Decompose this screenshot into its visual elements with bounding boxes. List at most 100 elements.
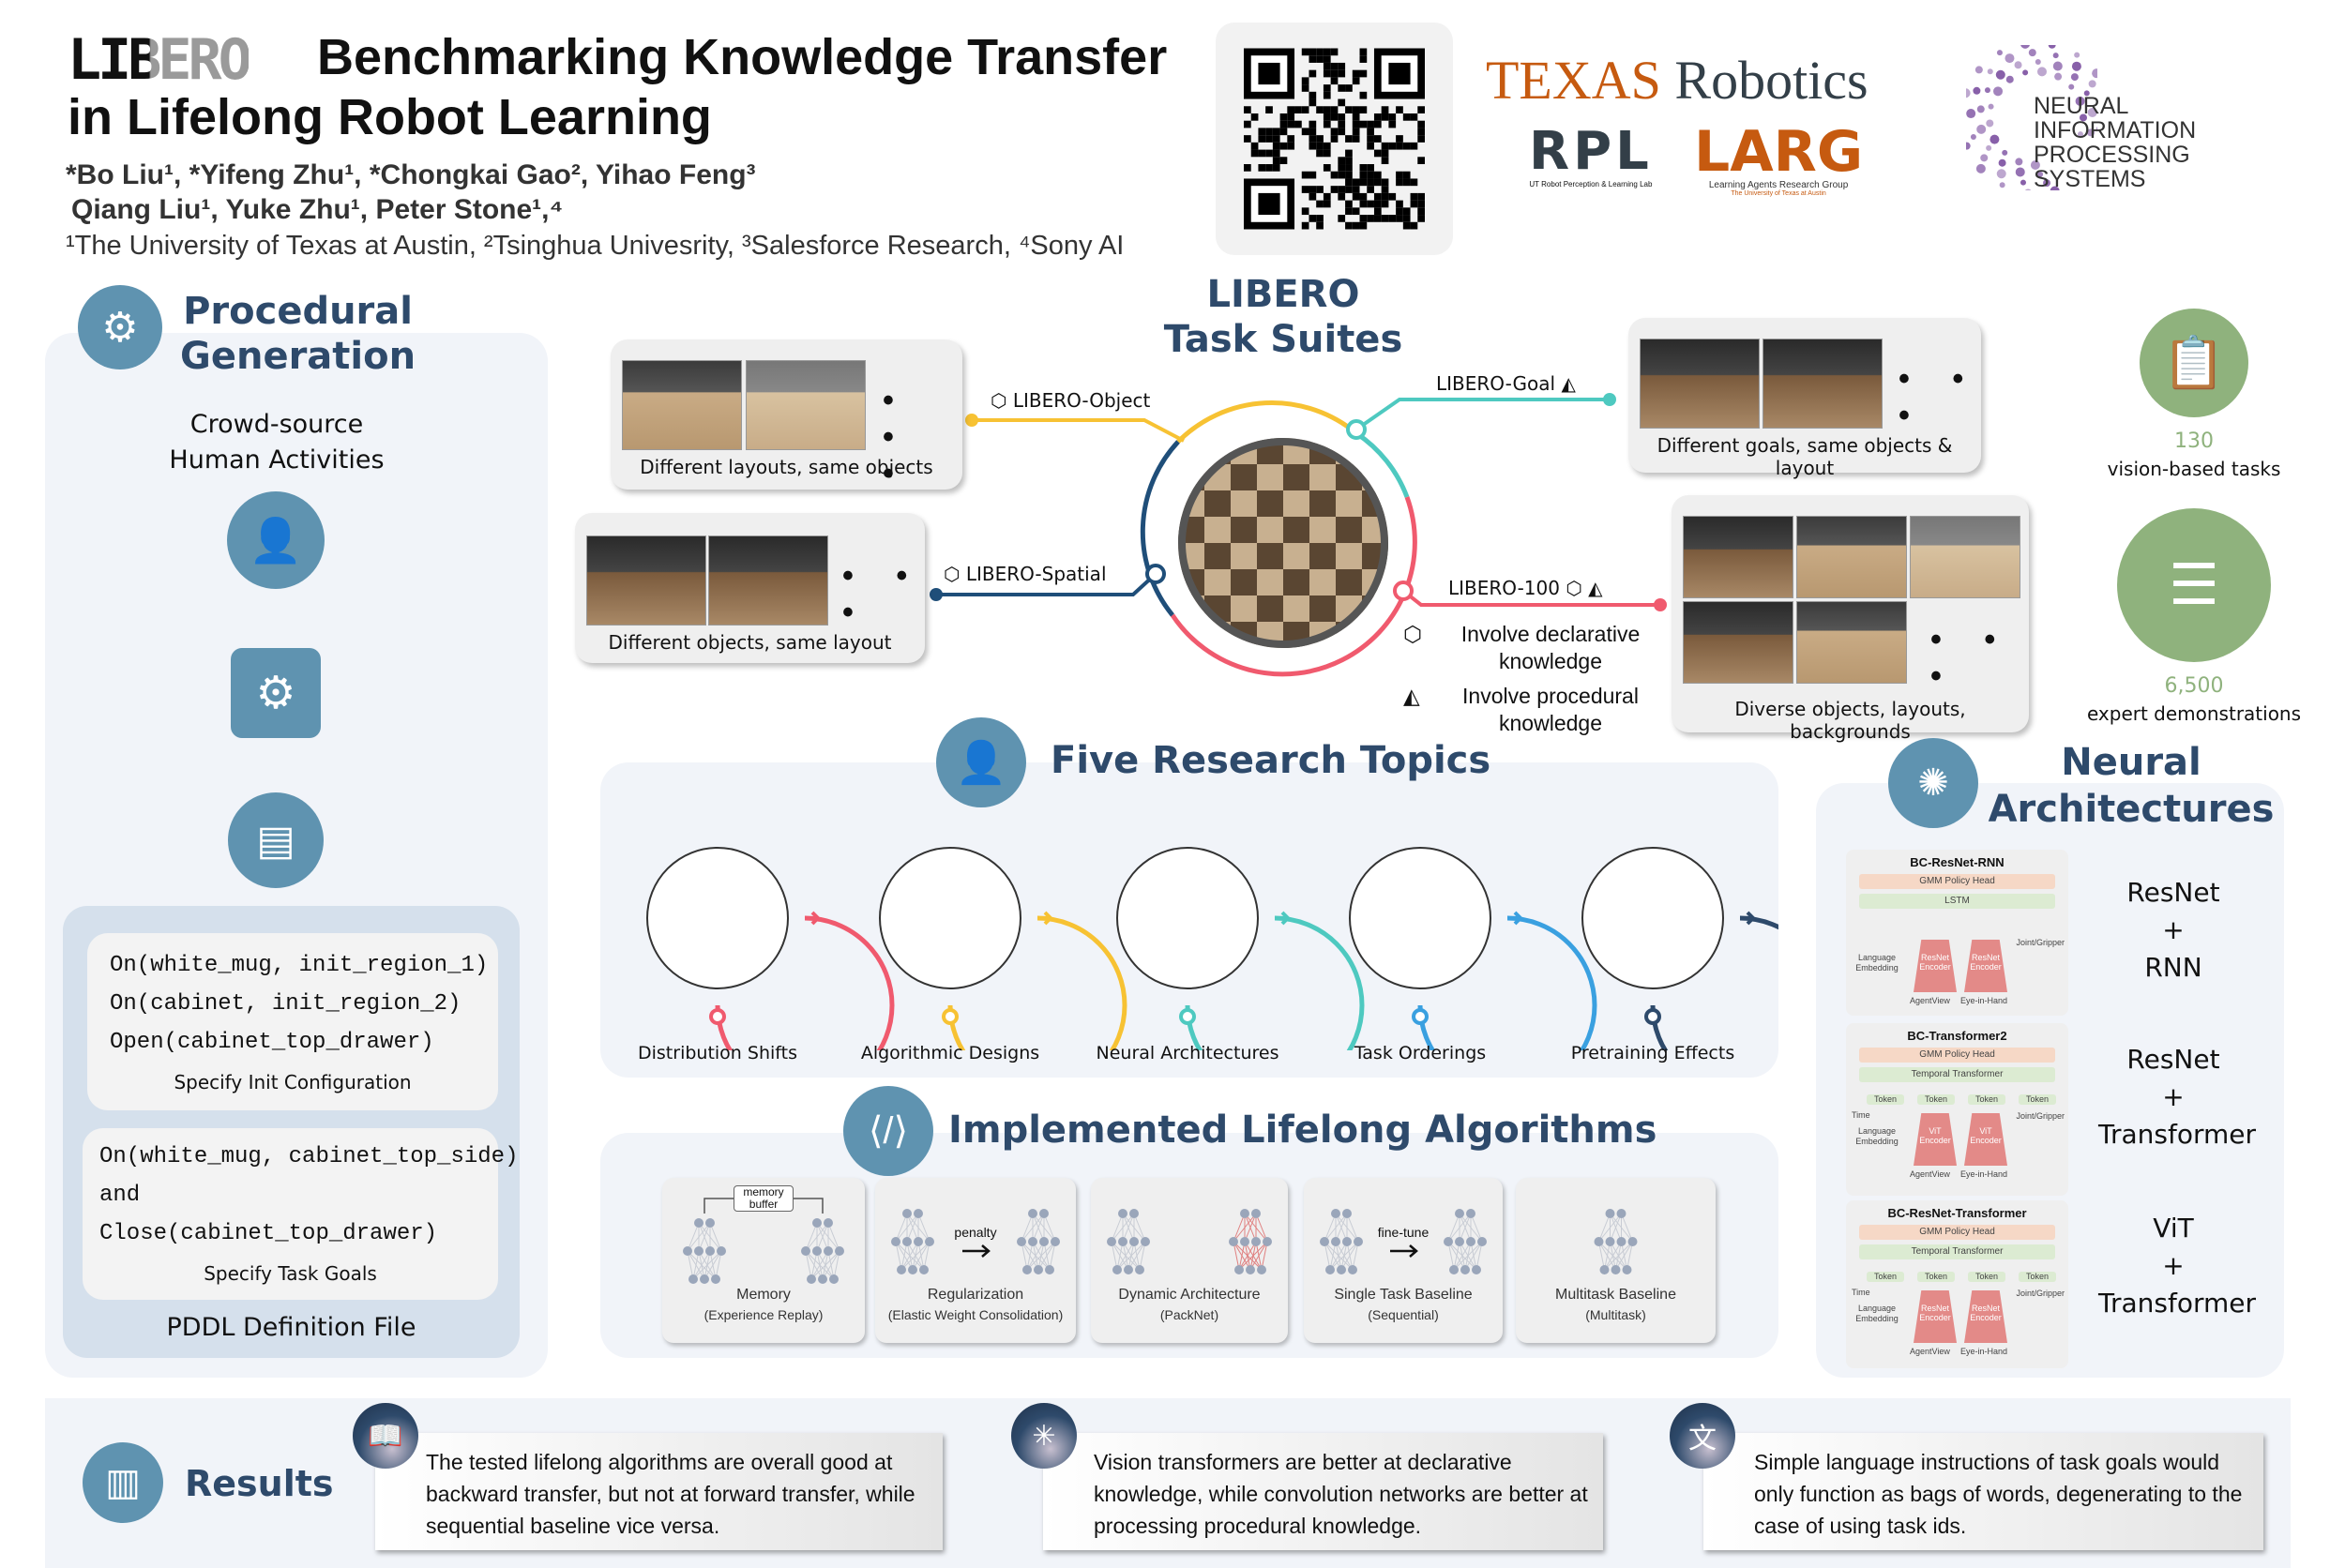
topic-node bbox=[1179, 1008, 1196, 1025]
scene-thumbnail bbox=[1763, 339, 1883, 429]
policy-head-block: GMM Policy Head bbox=[1859, 1225, 2055, 1240]
algorithm-subtitle: (Multitask) bbox=[1585, 1307, 1646, 1322]
label-libero-spatial: ⬡ LIBERO-Spatial bbox=[944, 563, 1107, 585]
task-goals-card: On(white_mug, cabinet_top_side) and Clos… bbox=[83, 1128, 518, 1300]
topic-node bbox=[709, 1008, 726, 1025]
algorithm-name: Memory bbox=[736, 1287, 791, 1303]
encoder-block: ViT Encoder bbox=[1964, 1113, 2007, 1166]
topic-illustration bbox=[1581, 847, 1724, 989]
language-embedding-label: Language Embedding bbox=[1855, 953, 1899, 972]
architecture-label: ResNet bbox=[2126, 1044, 2220, 1075]
architecture-name: BC-Transformer2 bbox=[1907, 1029, 2007, 1043]
topic-ring-arc bbox=[947, 915, 1127, 1050]
architecture-label: ViT bbox=[2153, 1213, 2194, 1244]
topic-label: Neural Architectures bbox=[1096, 1043, 1279, 1063]
topic-ring bbox=[1581, 847, 1778, 1050]
policy-head-block: GMM Policy Head bbox=[1859, 874, 2055, 889]
ring-spatial-arc bbox=[1140, 440, 1180, 617]
penalty-label: penalty bbox=[954, 1225, 997, 1240]
person-laptop-icon: 👤 bbox=[936, 717, 1026, 807]
label-libero-100: LIBERO-100 ⬡ ◭ bbox=[1448, 577, 1603, 599]
qr-code[interactable] bbox=[1216, 23, 1453, 255]
neurips-dots-icon bbox=[1966, 45, 2097, 190]
stat-tasks-value: 130 bbox=[2174, 430, 2214, 453]
agentview-label: AgentView bbox=[1910, 1169, 1950, 1179]
bar-chart-icon: ▥ bbox=[83, 1442, 163, 1523]
topic-ring bbox=[1116, 847, 1365, 1050]
algorithm-subtitle: (PackNet) bbox=[1159, 1307, 1219, 1322]
topic-label: Distribution Shifts bbox=[638, 1043, 797, 1063]
result-card: Vision transformers are better at declar… bbox=[1043, 1433, 1603, 1550]
clipboard-icon: 📋 bbox=[2140, 309, 2248, 417]
topic-ring bbox=[646, 847, 895, 1050]
topic-ring bbox=[1349, 847, 1597, 1050]
encoder-block: ResNet Encoder bbox=[1964, 1290, 2007, 1343]
token-block: Token bbox=[1968, 1094, 2005, 1105]
arrow-right-icon bbox=[805, 911, 823, 926]
token-block: Token bbox=[1867, 1272, 1904, 1282]
cube-icon: ⬡ bbox=[1403, 622, 1423, 646]
architecture-label: + bbox=[2162, 1081, 2185, 1112]
object-connector bbox=[972, 418, 1185, 443]
legend-procedural: ◭ Involve procedural knowledge bbox=[1403, 684, 1639, 735]
pyramid-icon: ◭ bbox=[1403, 684, 1420, 708]
topic-illustration bbox=[1116, 847, 1259, 989]
suites-title: LIBERO Task Suites bbox=[1163, 273, 1403, 361]
label-libero-object: ⬡ LIBERO-Object bbox=[991, 389, 1151, 412]
algorithm-subtitle: (Sequential) bbox=[1368, 1307, 1439, 1322]
scene-thumbnail bbox=[1683, 516, 1793, 598]
pyramid-icon: ◭ bbox=[1561, 372, 1576, 395]
temporal-block: Temporal Transformer bbox=[1859, 1244, 2055, 1259]
cube-icon: ⬡ bbox=[991, 389, 1007, 412]
token-block: Token bbox=[1917, 1094, 1955, 1105]
init-config-card: On(white_mug, init_region_1) On(cabinet,… bbox=[87, 933, 498, 1110]
topic-label: Task Orderings bbox=[1354, 1043, 1487, 1063]
temporal-block: Temporal Transformer bbox=[1859, 1067, 2055, 1082]
agentview-label: AgentView bbox=[1910, 1347, 1950, 1356]
scene-thumbnail bbox=[1683, 601, 1793, 684]
time-label: Time bbox=[1852, 1288, 1870, 1297]
arrow-right-icon bbox=[962, 1244, 991, 1258]
libero-logo: LIBERO bbox=[68, 27, 252, 93]
arrow-right-icon bbox=[1275, 911, 1293, 926]
topic-illustration bbox=[646, 847, 789, 989]
network-diagram-icon bbox=[1594, 1209, 1638, 1274]
scene-thumbnail bbox=[708, 535, 828, 626]
algorithm-name: Regularization bbox=[927, 1287, 1024, 1303]
network-diagram-icon bbox=[891, 1209, 1060, 1274]
neurips-logo: NEURAL INFORMATION PROCESSING SYSTEMS bbox=[1966, 45, 2296, 191]
time-label: Time bbox=[1852, 1110, 1870, 1120]
eye-in-hand-label: Eye-in-Hand bbox=[1960, 1169, 2008, 1179]
topic-rings bbox=[646, 847, 1778, 1050]
language-embedding-label: Language Embedding bbox=[1855, 1126, 1899, 1146]
topic-label: Pretraining Effects bbox=[1570, 1043, 1735, 1063]
topic-label: Algorithmic Designs bbox=[860, 1043, 1040, 1063]
scene-thumbnail bbox=[1796, 601, 1907, 684]
encoder-block: ResNet Encoder bbox=[1914, 1290, 1957, 1343]
architecture-name: BC-ResNet-RNN bbox=[1910, 855, 2005, 869]
gears-icon: ⚙ bbox=[78, 285, 162, 369]
topic-node bbox=[1412, 1008, 1429, 1025]
larg-logo: LARG Learning Agents Research Group The … bbox=[1694, 119, 1864, 197]
temporal-block: LSTM bbox=[1859, 894, 2055, 909]
token-block: Token bbox=[1917, 1272, 1955, 1282]
network-diagram-icon bbox=[1320, 1209, 1487, 1274]
memory-buffer-label: memory buffer bbox=[734, 1185, 794, 1212]
rpl-logo: RPL UT Robot Perception & Learning Lab bbox=[1529, 121, 1653, 189]
crowd-source-label: Crowd-source Human Activities bbox=[169, 410, 385, 475]
algorithm-name: Single Task Baseline bbox=[1334, 1287, 1473, 1303]
eye-in-hand-label: Eye-in-Hand bbox=[1960, 996, 2008, 1005]
legend-declarative: ⬡ Involve declarative knowledge bbox=[1403, 622, 1641, 673]
joint-gripper-label: Joint/Gripper bbox=[2016, 938, 2065, 947]
scene-thumbnail bbox=[746, 360, 866, 450]
topic-ring bbox=[879, 847, 1127, 1050]
book-icon: 📖 bbox=[353, 1403, 418, 1469]
procedural-title: Procedural Generation bbox=[180, 290, 416, 378]
cube-icon: ⬡ bbox=[1566, 577, 1582, 599]
stat-tasks-label: vision-based tasks bbox=[2107, 458, 2281, 480]
human-computer-icon: 👤 bbox=[227, 491, 325, 589]
scene-thumbnail bbox=[1640, 339, 1760, 429]
stat-demos-value: 6,500 bbox=[2164, 674, 2224, 698]
